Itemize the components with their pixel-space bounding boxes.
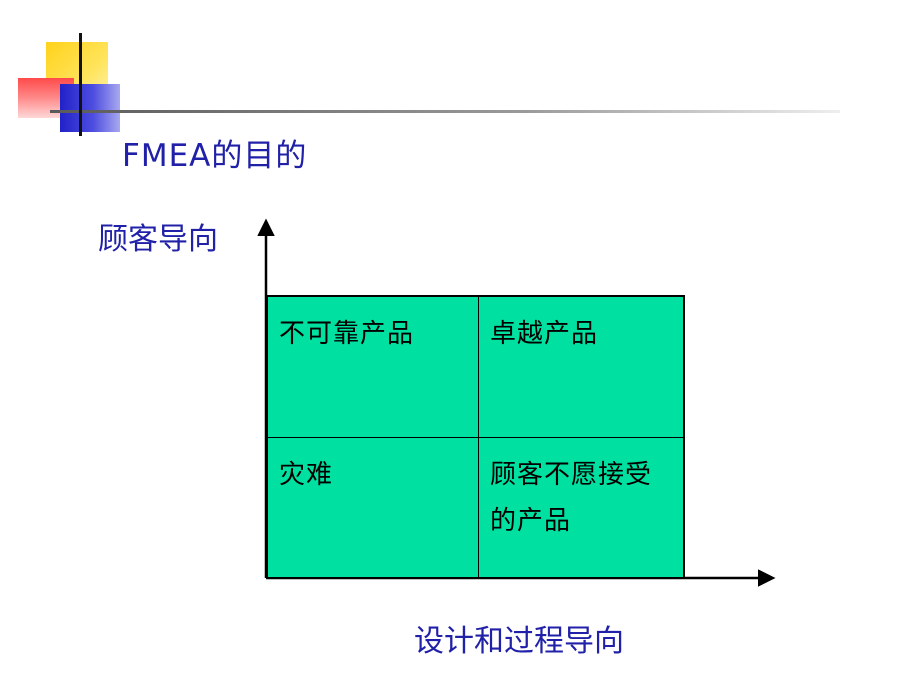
decor-blue-block (60, 84, 120, 132)
quadrant-excellent-product: 卓越产品 (479, 297, 683, 438)
y-axis-label: 顾客导向 (98, 222, 218, 257)
x-axis-label: 设计和过程导向 (414, 624, 624, 659)
quadrant-unreliable-product: 不可靠产品 (268, 297, 479, 438)
page-title: FMEA的目的 (122, 138, 308, 174)
quadrant-unacceptable-product: 顾客不愿接受的产品 (490, 460, 653, 536)
quadrant-disaster: 灾难 (268, 438, 479, 577)
quadrant-matrix: 不可靠产品 卓越产品 灾难 顾客不愿接受的产品 (266, 295, 685, 579)
decor-horizontal-rule (50, 110, 840, 113)
decor-vertical-rule (79, 33, 82, 136)
